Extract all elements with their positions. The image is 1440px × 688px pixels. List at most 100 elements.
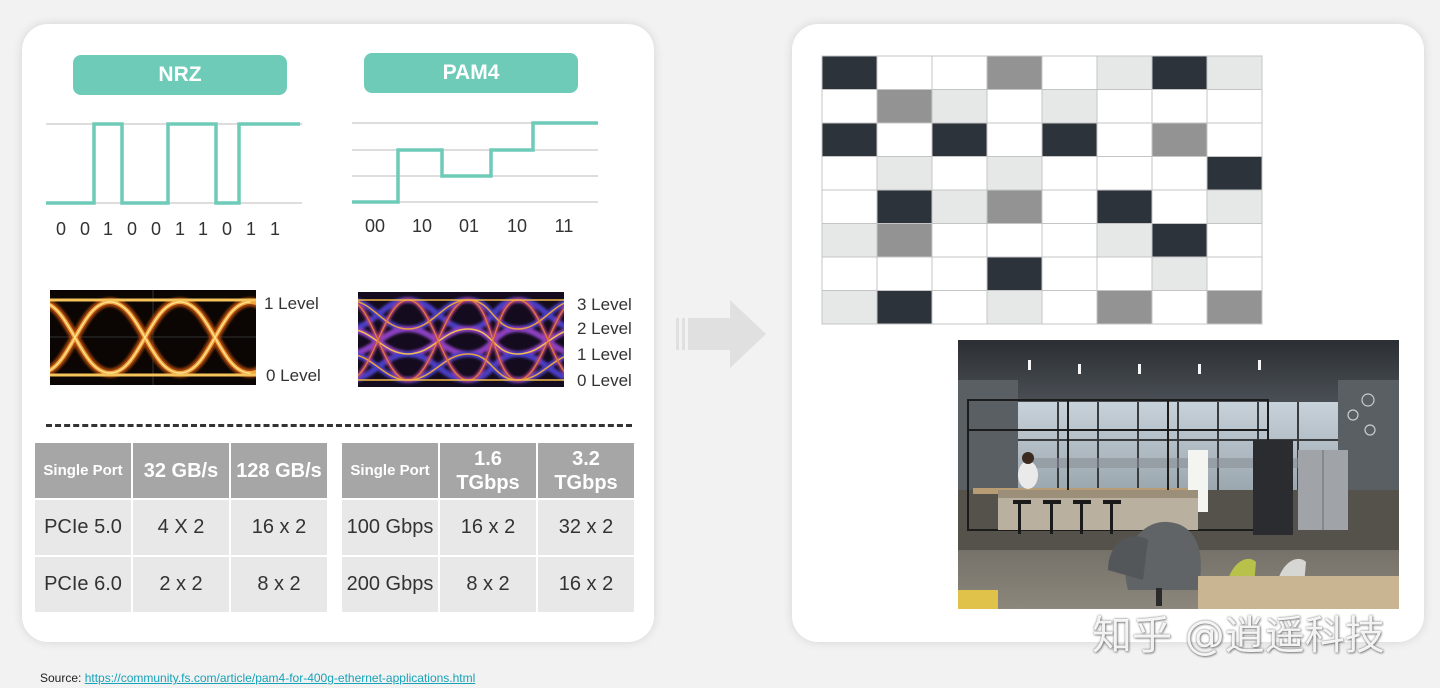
grid-cell (931, 290, 988, 325)
grid-cell (1041, 256, 1098, 291)
table-header-cell: 128 GB/s (231, 443, 327, 498)
pam4-symbol: 10 (411, 216, 433, 236)
table-cell: 8 x 2 (231, 557, 327, 612)
grid-cell (986, 156, 1043, 191)
grid-cell (1096, 55, 1153, 90)
table-cell: PCIe 6.0 (35, 557, 131, 612)
grid-cell (1096, 189, 1153, 224)
table-row: PCIe 6.0 2 x 2 8 x 2 (35, 557, 327, 612)
nrz-bit: 0 (126, 219, 138, 239)
grid-cell (1151, 89, 1208, 124)
grid-cell (986, 122, 1043, 157)
nrz-bit: 1 (269, 219, 281, 239)
nrz-bit: 1 (174, 219, 186, 239)
table-header-cell: 32 GB/s (133, 443, 229, 498)
grid-cell (821, 122, 878, 157)
pam4-symbol: 00 (364, 216, 386, 236)
table-cell: 8 x 2 (440, 557, 536, 612)
grid-cell (876, 256, 933, 291)
pam4-level-label: 1 Level (577, 345, 632, 364)
grid-cell (876, 156, 933, 191)
grid-cell (1151, 256, 1208, 291)
grid-cell (821, 256, 878, 291)
right-arrow-icon (676, 300, 766, 368)
grid-cell (1096, 290, 1153, 325)
grid-cell (931, 156, 988, 191)
grid-cell (986, 290, 1043, 325)
grid-cell (1151, 122, 1208, 157)
grid-cell (931, 55, 988, 90)
table-cell: 2 x 2 (133, 557, 229, 612)
source-label: Source: (40, 671, 85, 685)
nrz-bit: 0 (150, 219, 162, 239)
grid-cell (821, 55, 878, 90)
grid-cell (876, 55, 933, 90)
grid-cell (1041, 189, 1098, 224)
grid-cell (931, 122, 988, 157)
grid-cell (986, 256, 1043, 291)
office-photo (958, 340, 1399, 609)
grid-cell (1096, 156, 1153, 191)
grid-cell (1206, 122, 1263, 157)
table-cell: 100 Gbps (342, 500, 438, 555)
grid-cell (1151, 55, 1208, 90)
grid-cell (931, 89, 988, 124)
pam4-symbol: 10 (506, 216, 528, 236)
dashed-divider (46, 424, 632, 427)
grid-cell (1041, 55, 1098, 90)
grid-cell (1206, 223, 1263, 258)
grid-cell (986, 189, 1043, 224)
source-link[interactable]: https://community.fs.com/article/pam4-fo… (84, 671, 476, 685)
grid-cell (986, 55, 1043, 90)
grid-cell (876, 122, 933, 157)
grid-cell (1206, 290, 1263, 325)
grid-cell (876, 290, 933, 325)
table-cell: 4 X 2 (133, 500, 229, 555)
grid-cell (1041, 223, 1098, 258)
grid-cell (1151, 189, 1208, 224)
pam4-symbol: 01 (458, 216, 480, 236)
nrz-level-label: 1 Level (264, 294, 319, 313)
grid-cell (1206, 55, 1263, 90)
table-header-cell: Single Port (35, 443, 131, 498)
source-citation: Source: https://community.fs.com/article… (40, 671, 475, 685)
table-cell: 16 x 2 (538, 557, 634, 612)
grid-cell (931, 256, 988, 291)
grid-cell (1096, 256, 1153, 291)
nrz-bit: 0 (221, 219, 233, 239)
grid-cell (876, 223, 933, 258)
nrz-eye-diagram (50, 290, 256, 385)
watermark: 知乎 @逍遥科技 (1092, 613, 1385, 659)
grid-cell (876, 89, 933, 124)
grid-cell (1206, 89, 1263, 124)
pattern-grid (821, 55, 1263, 330)
table-cell: 16 x 2 (231, 500, 327, 555)
table-row: PCIe 5.0 4 X 2 16 x 2 (35, 500, 327, 555)
table-cell: PCIe 5.0 (35, 500, 131, 555)
grid-cell (821, 223, 878, 258)
grid-cell (821, 156, 878, 191)
grid-cell (876, 189, 933, 224)
pam4-symbol: 11 (554, 216, 574, 236)
pam4-waveform (352, 121, 598, 204)
nrz-bit: 1 (102, 219, 114, 239)
table-header-cell: 1.6 TGbps (440, 443, 536, 498)
grid-cell (1206, 256, 1263, 291)
nrz-bit: 0 (79, 219, 91, 239)
nrz-bit: 1 (197, 219, 209, 239)
nrz-bit: 1 (245, 219, 257, 239)
grid-cell (931, 189, 988, 224)
pam4-spec-table: Single Port 1.6 TGbps 3.2 TGbps 100 Gbps… (340, 441, 636, 614)
grid-cell (1041, 89, 1098, 124)
table-header-cell: Single Port (342, 443, 438, 498)
grid-cell (1206, 189, 1263, 224)
table-cell: 200 Gbps (342, 557, 438, 612)
table-cell: 16 x 2 (440, 500, 536, 555)
table-row: 100 Gbps 16 x 2 32 x 2 (342, 500, 634, 555)
table-row: 200 Gbps 8 x 2 16 x 2 (342, 557, 634, 612)
grid-cell (1096, 89, 1153, 124)
grid-cell (1041, 156, 1098, 191)
grid-cell (986, 223, 1043, 258)
grid-cell (1151, 156, 1208, 191)
grid-cell (931, 223, 988, 258)
